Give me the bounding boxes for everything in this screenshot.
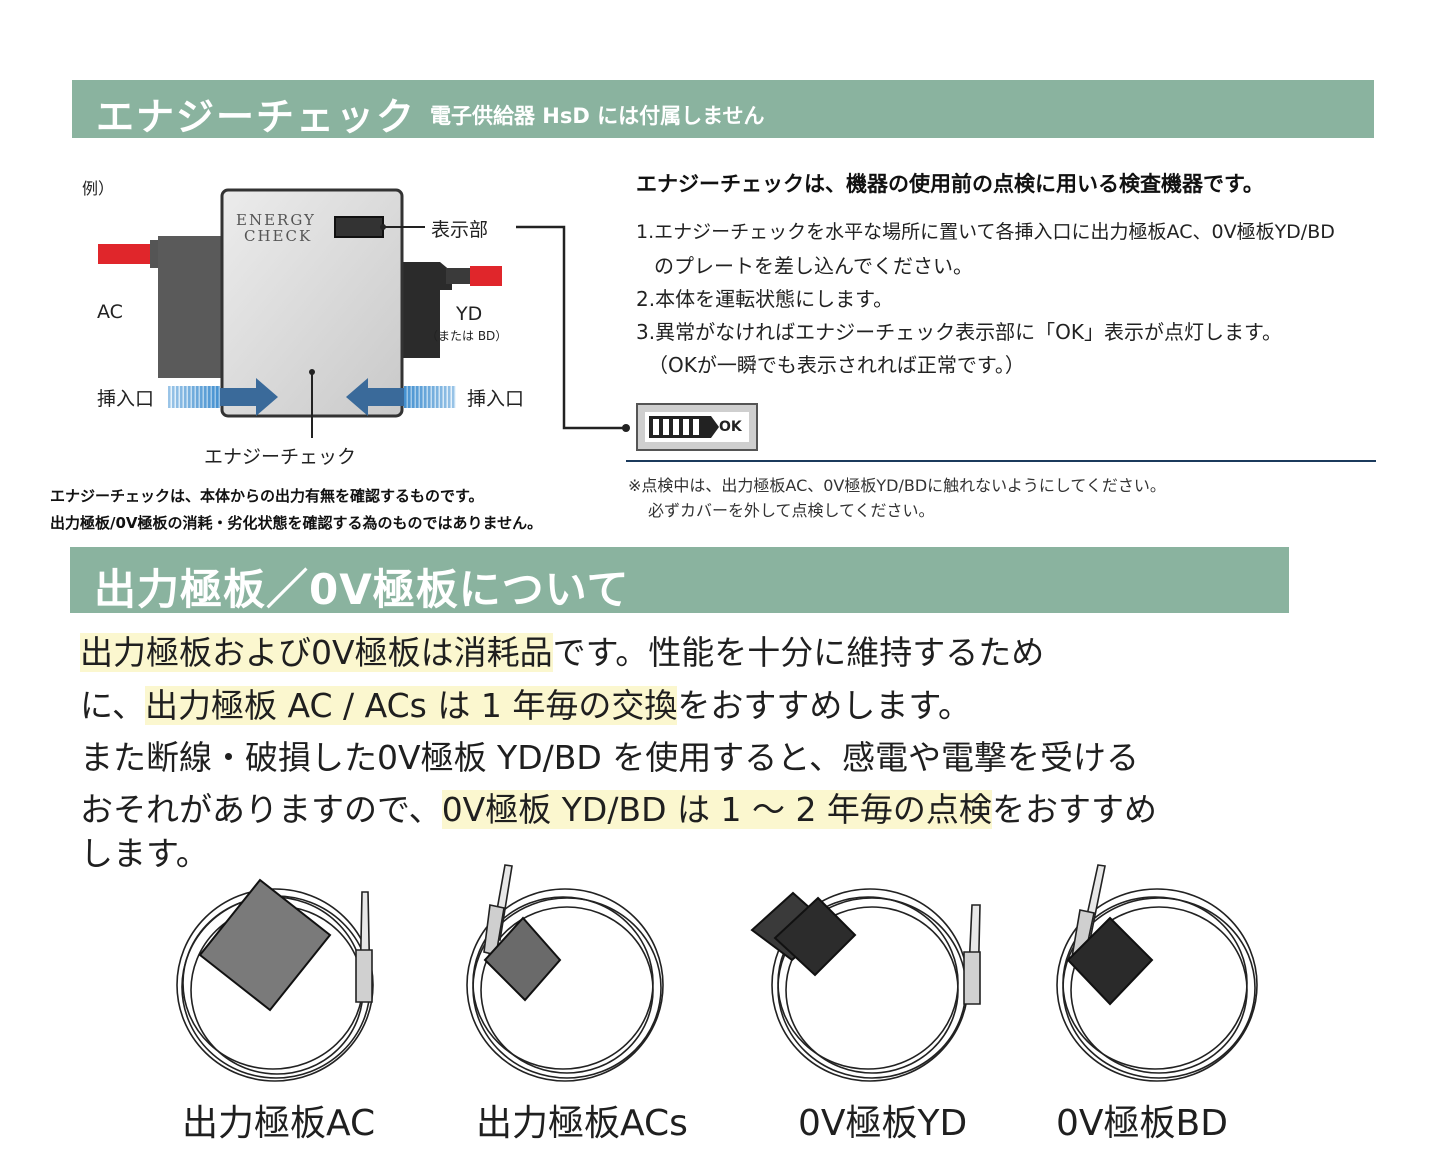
step-1-line1: 1.エナジーチェックを水平な場所に置いて各挿入口に出力極板AC、0V極板YD/B… (636, 221, 1335, 243)
ok-indicator (636, 403, 758, 451)
insert-right-label: 挿入口 (467, 388, 525, 410)
product-image-acs (466, 864, 664, 1082)
product-label-acs: 出力極板ACs (476, 1103, 688, 1144)
paragraph-line-4: おそれがありますので、0V極板 YD/BD は 1 ～ 2 年毎の点検をおすすめ (80, 790, 1157, 829)
note-line1: ※点検中は、出力極板AC、0V極板YD/BDに触れないようにしてください。 (628, 476, 1166, 495)
section-header-energy-check (72, 80, 1374, 138)
highlight-ac-replacement: 出力極板 AC / ACs は 1 年毎の交換 (145, 686, 678, 725)
note-line2: 必ずカバーを外して点検してください。 (648, 501, 935, 520)
product-label-yd: 0V極板YD (798, 1103, 968, 1144)
ac-label: AC (97, 301, 123, 323)
example-label: 例） (82, 179, 115, 198)
highlight-yd-inspection: 0V極板 YD/BD は 1 ～ 2 年毎の点検 (441, 790, 992, 829)
diagram-caption-line2: 出力極板/0V極板の消耗・劣化状態を確認する為のものではありません。 (50, 514, 543, 532)
ac-plate-illustration (98, 236, 228, 378)
display-label: 表示部 (431, 219, 489, 241)
yd-sub-label: （または BD） (426, 329, 508, 343)
product-label-bd: 0V極板BD (1056, 1103, 1228, 1144)
ok-indicator-text: OK (719, 419, 742, 435)
insert-arrow-right (346, 378, 456, 416)
device-name-label: エナジーチェック (204, 446, 357, 468)
product-image-bd (1056, 864, 1258, 1082)
product-image-yd (750, 888, 981, 1082)
step-3-line1: 3.異常がなければエナジーチェック表示部に「OK」表示が点灯します。 (636, 320, 1282, 344)
paragraph-line-1: 出力極板および0V極板は消耗品です。性能を十分に維持するため (80, 633, 1045, 672)
diagram-caption-line1: エナジーチェックは、本体からの出力有無を確認するものです。 (50, 487, 484, 505)
product-label-ac: 出力極板AC (182, 1103, 376, 1144)
step-2: 2.本体を運転状態にします。 (636, 287, 894, 311)
section-header-plates (70, 547, 1289, 613)
paragraph-line-5: します。 (80, 834, 209, 873)
insert-arrow-left (168, 378, 278, 416)
yd-plate-illustration (398, 262, 502, 358)
section-title-plates: 出力極板／0V極板について (94, 565, 630, 614)
highlight-consumables: 出力極板および0V極板は消耗品 (80, 633, 553, 672)
step-3-line2: （OKが一瞬でも表示されれば正常です。） (648, 353, 1025, 377)
paragraph-line-2: に、出力極板 AC / ACs は 1 年毎の交換をおすすめします。 (80, 686, 972, 725)
device-text-energy: ENERGY (236, 211, 316, 229)
insert-left-label: 挿入口 (97, 388, 155, 410)
device-text-check: CHECK (244, 227, 313, 245)
step-1-line2: のプレートを差し込んでください。 (654, 254, 973, 278)
section-title-energy-check: エナジーチェック (96, 95, 417, 139)
instructions-heading: エナジーチェックは、機器の使用前の点検に用いる検査機器です。 (636, 172, 1264, 196)
display-window (334, 216, 384, 238)
product-image-ac (176, 878, 374, 1082)
paragraph-line-3: また断線・破損した0V極板 YD/BD を使用すると、感電や電撃を受ける (80, 738, 1139, 777)
yd-label: YD (456, 303, 483, 325)
section-subtitle: 電子供給器 HsD には付属しません (430, 104, 765, 128)
